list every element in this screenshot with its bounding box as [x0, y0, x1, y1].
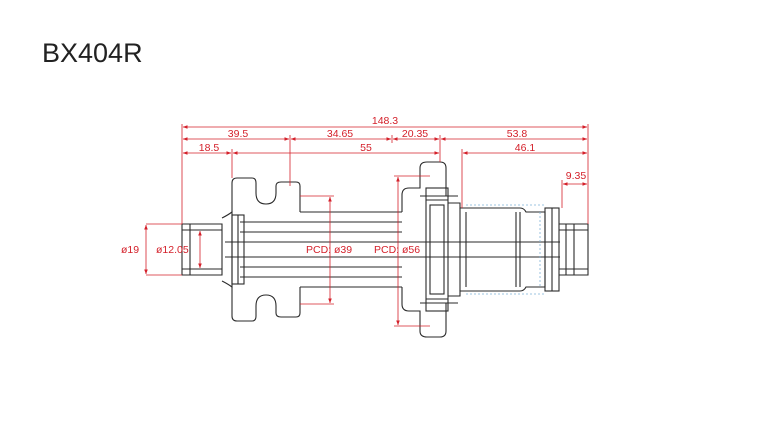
dim-dia-inner: ø12.05	[156, 244, 189, 256]
dim-g: 46.1	[515, 142, 536, 154]
dim-c: 20.35	[402, 128, 428, 140]
dim-e: 18.5	[199, 142, 220, 154]
dim-pcd-39: PCD: ø39	[306, 244, 352, 256]
dimension-labels: 148.3 39.5 34.65 20.35 53.8 18.5 55 46.1…	[121, 115, 586, 256]
dim-b: 34.65	[327, 128, 353, 140]
dimension-lines	[144, 124, 589, 327]
dim-a: 39.5	[228, 128, 249, 140]
dim-d: 53.8	[507, 128, 528, 140]
dim-pcd-56: PCD: ø56	[374, 244, 420, 256]
hidden-lines	[466, 204, 545, 295]
dim-dia-outer: ø19	[121, 244, 139, 256]
dim-f: 55	[360, 142, 372, 154]
dim-h: 9.35	[566, 170, 587, 182]
dim-total: 148.3	[372, 115, 398, 127]
hub-outline	[181, 161, 589, 338]
drawing-title: BX404R	[42, 38, 143, 68]
